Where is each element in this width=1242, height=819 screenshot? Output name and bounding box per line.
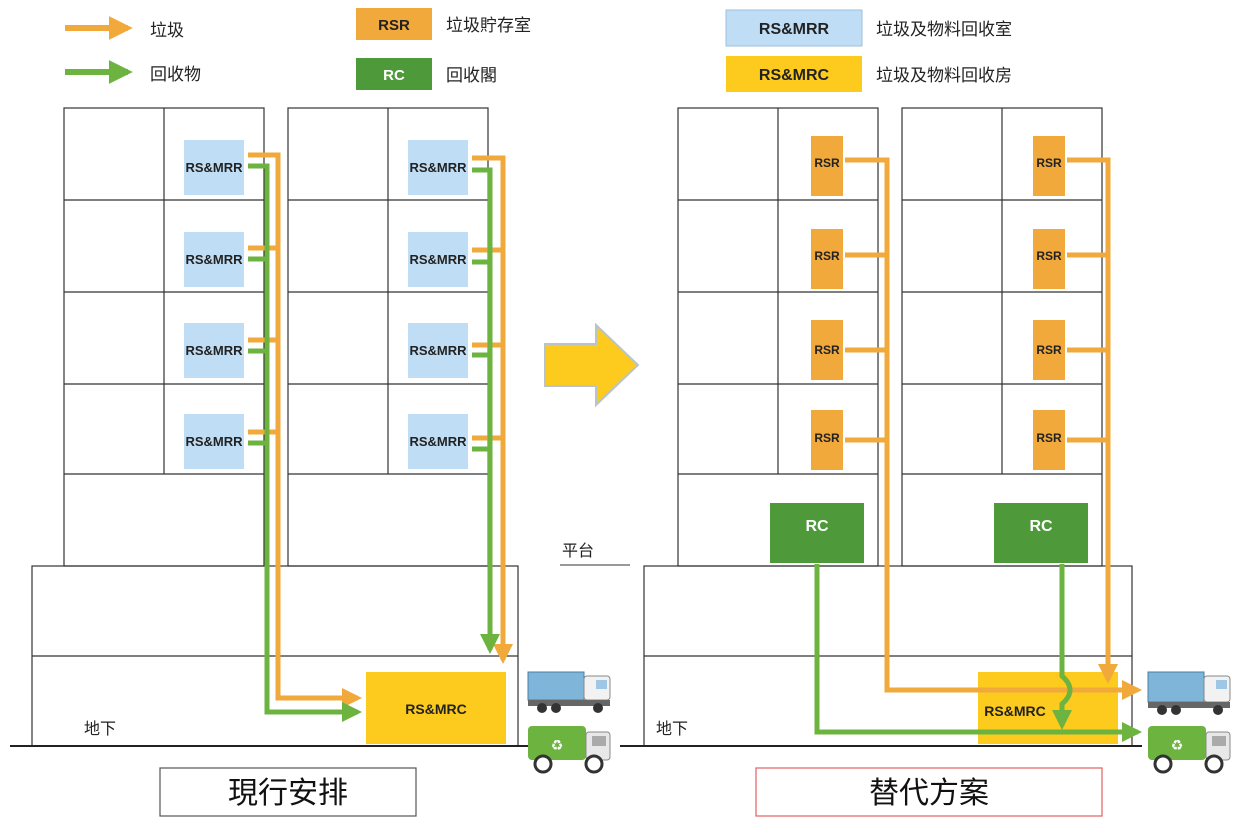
recycle-flow-rc-d [1052,564,1073,730]
caption-current: 現行安排 [228,776,348,811]
svg-text:♻: ♻ [1171,738,1184,754]
rc-label: RC [805,518,829,535]
rsmrr-label: RS&MRR [409,434,467,449]
legend-rsmrr-desc: 垃圾及物料回收室 [876,20,1012,40]
garbage-truck-icon: ♻ [528,726,611,774]
waste-flow-tower-a [248,152,362,708]
legend-waste-label: 垃圾 [150,21,184,41]
recycle-flow-tower-a [248,163,362,722]
rsr-rooms-tower-c: RSR RSR RSR RSR [811,136,843,470]
rsmrc-label-right: RS&MRC [984,703,1045,719]
garbage-truck-icon: ♻ [1148,726,1231,774]
legend-rsmrr-swatch [725,9,863,47]
rsmrr-label: RS&MRR [185,434,243,449]
svg-text:♻: ♻ [551,738,564,754]
rsmrr-label: RS&MRR [409,160,467,175]
rsmrr-label: RS&MRR [409,252,467,267]
rc-label: RC [1029,518,1053,535]
recycle-flow-rc-c [814,564,1142,742]
basement-label-left: 地下 [84,719,116,738]
rsmrr-label: RS&MRR [185,343,243,358]
rsr-label: RSR [814,343,840,357]
rsr-label: RSR [814,431,840,445]
rsmrr-rooms-tower-a: RS&MRR RS&MRR RS&MRR RS&MRR [184,140,244,469]
rsr-label: RSR [1036,343,1062,357]
dump-truck-icon [527,671,611,713]
current-arrangement [31,107,519,747]
rsmrc-label-left: RS&MRC [405,701,466,717]
waste-flow-tower-d [1067,157,1118,684]
legend-recycle-label: 回收物 [150,65,201,85]
legend: 垃圾 回收物 RSR 垃圾貯存室 RC 回收閣 RS&MRR 垃圾及物料回收室 … [65,8,1012,92]
legend-rc-code: RC [383,67,405,84]
legend-rc-desc: 回收閣 [446,66,497,86]
rsr-label: RSR [814,249,840,263]
rsmrr-label: RS&MRR [409,343,467,358]
legend-rsr-desc: 垃圾貯存室 [446,16,531,36]
legend-rc-swatch [356,58,432,90]
legend-rsr-code: RSR [378,17,410,34]
caption-alternative: 替代方案 [869,776,989,811]
caption-box-alternative [755,767,1103,817]
basement-label-right: 地下 [656,719,688,738]
dump-truck-icon [1147,671,1231,715]
rc-room-tower-d [994,503,1088,563]
recycle-flow-tower-b [472,167,500,654]
rsmrc-room-left [366,672,506,744]
rsmrr-label: RS&MRR [185,252,243,267]
rsmrr-label: RS&MRR [185,160,243,175]
rsr-label: RSR [1036,156,1062,170]
legend-rsmrc-code: RS&MRC [759,67,830,84]
legend-rsr-swatch [356,8,432,40]
legend-rsmrc-desc: 垃圾及物料回收房 [876,66,1012,86]
rsr-rooms-tower-d: RSR RSR RSR RSR [1033,136,1065,470]
podium-label: 平台 [562,541,594,560]
legend-rsmrc-swatch [726,56,862,92]
caption-box-current [159,767,417,817]
rsr-label: RSR [814,156,840,170]
waste-flow-tower-c [845,157,1142,700]
legend-rsmrr-code: RS&MRR [759,21,830,38]
transition-arrow-icon [544,322,640,408]
rsr-label: RSR [1036,249,1062,263]
rsmrr-rooms-tower-b: RS&MRR RS&MRR RS&MRR RS&MRR [408,140,468,469]
rc-room-tower-c [770,503,864,563]
rsr-label: RSR [1036,431,1062,445]
